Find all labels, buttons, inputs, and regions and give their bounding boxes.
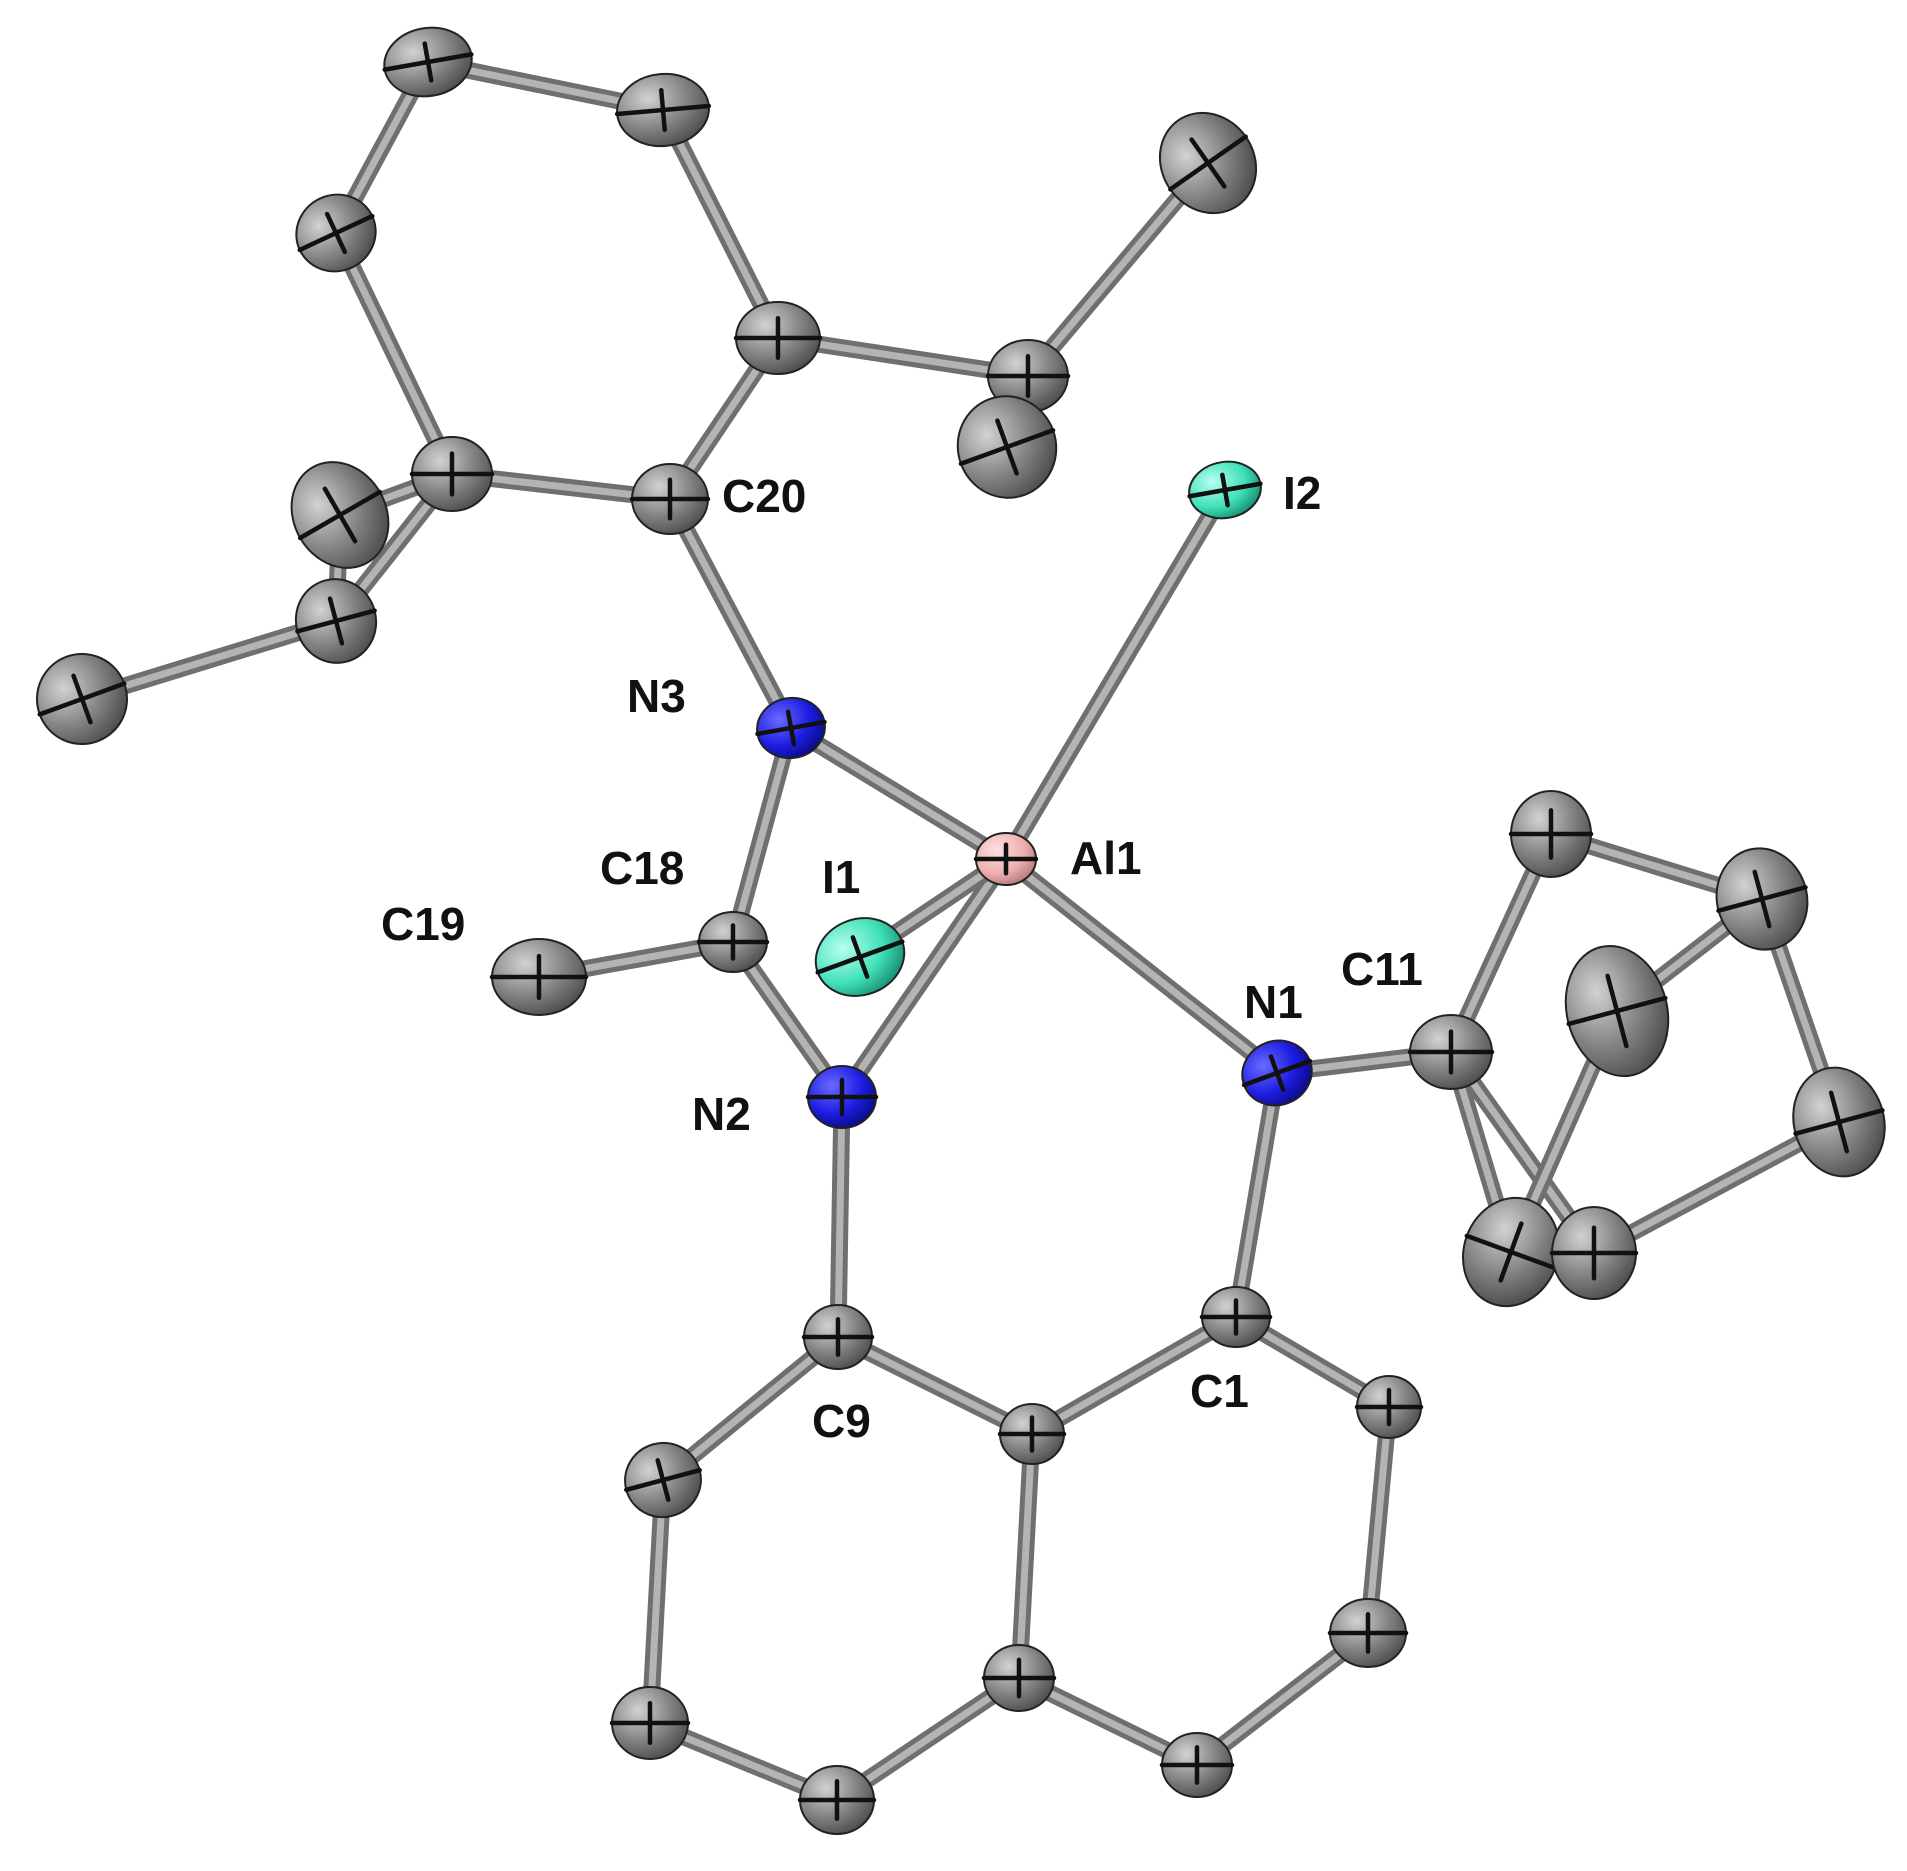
atom-N2 [805, 1065, 879, 1129]
bond-C9-d2 [834, 1333, 1036, 1438]
atom-b2 [1715, 847, 1809, 951]
atom-C19 [489, 938, 589, 1016]
label-c20: C20 [722, 470, 806, 522]
bond-Al1-I2 [1002, 486, 1229, 863]
bond-N2-Al1 [838, 855, 1010, 1101]
atom-b6 [1549, 1206, 1639, 1300]
bond-a3-a6 [332, 229, 456, 478]
label-c18: C18 [600, 842, 684, 894]
label-i1: I1 [822, 851, 860, 903]
atom-a1 [382, 26, 474, 98]
atom-d7 [1159, 1732, 1235, 1798]
atom-b1 [1508, 790, 1594, 878]
atoms-layer [36, 26, 1886, 1835]
label-c9: C9 [812, 1395, 871, 1447]
atom-d2 [997, 1403, 1067, 1465]
atom-a8 [956, 395, 1058, 499]
atom-a4 [733, 301, 823, 375]
label-n2: N2 [692, 1088, 751, 1140]
atom-d1 [624, 1441, 702, 1519]
bonds-layer [73, 53, 1848, 1809]
atom-a6 [409, 436, 495, 512]
atom-I1 [814, 917, 906, 997]
label-c19: C19 [381, 898, 465, 950]
atom-a11 [294, 578, 378, 664]
label-c11: C11 [1341, 943, 1423, 995]
atom-d5 [1327, 1598, 1409, 1668]
atom-C18 [696, 911, 770, 973]
bond-N3-Al1 [787, 724, 1010, 863]
atom-I2 [1187, 460, 1263, 520]
bond-N3-C18 [729, 724, 795, 946]
bond-N1-C1 [1232, 1069, 1281, 1321]
labels-layer: C20 I2 N3 Al1 C18 I1 C19 C11 N1 N2 C1 C9 [381, 467, 1423, 1447]
atom-N3 [755, 696, 827, 760]
atom-C1 [1199, 1286, 1273, 1348]
atom-a2 [614, 72, 712, 148]
label-al1: Al1 [1070, 832, 1142, 884]
atom-C11 [1407, 1014, 1495, 1090]
bond-d1-d6 [646, 1476, 667, 1727]
label-i2: I2 [1283, 467, 1321, 519]
atom-a3 [295, 193, 377, 273]
atom-d8 [797, 1765, 877, 1835]
atom-d4 [981, 1644, 1057, 1712]
bond-a9-N3 [666, 495, 795, 732]
atom-d6 [609, 1686, 691, 1760]
bond-Al1-N1 [1002, 855, 1281, 1077]
bond-a2-a4 [659, 106, 782, 342]
atom-C9 [801, 1304, 875, 1370]
atom-a9 [629, 463, 711, 535]
atom-b3 [1564, 944, 1670, 1078]
bond-N2-C9 [834, 1093, 846, 1341]
atom-a5 [1158, 111, 1258, 215]
bond-d2-d4 [1015, 1430, 1036, 1682]
label-c1: C1 [1190, 1365, 1249, 1417]
atom-a10 [290, 461, 390, 569]
label-n3: N3 [627, 670, 686, 722]
atom-a12 [36, 653, 128, 745]
atom-Al1 [973, 832, 1039, 886]
atom-b4 [1792, 1066, 1886, 1178]
bond-d3-d5 [1364, 1403, 1393, 1637]
label-n1: N1 [1244, 976, 1303, 1028]
atom-d3 [1354, 1375, 1424, 1439]
bond-C1-d2 [1028, 1313, 1240, 1438]
atom-N1 [1241, 1039, 1313, 1107]
